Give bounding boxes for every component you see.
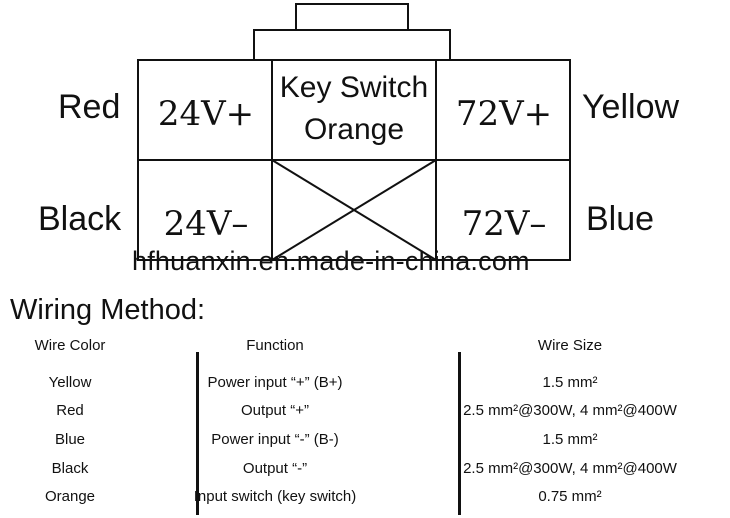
function-cell: Output “+” — [241, 402, 309, 420]
wire-label-black: Black — [38, 200, 122, 238]
table-row: Red Output “+” 2.5 mm²@300W, 4 mm²@400W — [0, 397, 730, 426]
connector-latch-base — [253, 29, 451, 61]
wire-label-yellow: Yellow — [582, 88, 680, 126]
table-row: Orange Input switch (key switch) 0.75 mm… — [0, 482, 730, 511]
header-wire-color: Wire Color — [34, 336, 106, 354]
empty-slot-cross-b — [271, 159, 437, 261]
key-switch-color-label: Orange — [303, 113, 405, 146]
wire-color-cell: Yellow — [48, 373, 92, 391]
wire-color-cell: Blue — [54, 430, 86, 448]
column-divider-2 — [458, 352, 461, 515]
table-row: Black Output “-” 2.5 mm²@300W, 4 mm²@400… — [0, 454, 730, 483]
connector-latch-top — [295, 3, 409, 31]
table-header-row: Wire Color Function Wire Size — [0, 332, 730, 358]
wire-size-cell: 2.5 mm²@300W, 4 mm²@400W — [463, 459, 677, 477]
function-cell: Input switch (key switch) — [193, 488, 357, 506]
wire-color-cell: Orange — [44, 488, 96, 506]
connector-diagram — [137, 3, 571, 261]
table-row: Yellow Power input “+” (B+) 1.5 mm² — [0, 368, 730, 397]
header-function: Function — [246, 336, 304, 354]
column-divider-1 — [196, 352, 199, 515]
wire-size-cell: 1.5 mm² — [542, 430, 598, 448]
wire-size-cell: 0.75 mm² — [538, 488, 602, 506]
table-row: Blue Power input “-” (B-) 1.5 mm² — [0, 425, 730, 454]
header-spacer — [0, 358, 730, 368]
wire-color-cell: Red — [56, 402, 84, 420]
wire-label-blue: Blue — [586, 200, 655, 238]
section-title: Wiring Method: — [10, 294, 206, 326]
pin-label-24v-plus: 24V+ — [157, 94, 255, 134]
function-cell: Power input “-” (B-) — [211, 430, 339, 448]
pin-label-72v-minus: 72V– — [461, 204, 547, 244]
wire-label-red: Red — [58, 88, 121, 126]
wire-size-cell: 1.5 mm² — [542, 373, 598, 391]
function-cell: Output “-” — [242, 459, 308, 477]
wiring-table: Wire Color Function Wire Size Yellow Pow… — [0, 332, 730, 511]
function-cell: Power input “+” (B+) — [207, 373, 343, 391]
header-wire-size: Wire Size — [537, 336, 603, 354]
key-switch-label: Key Switch — [279, 71, 429, 104]
pin-label-24v-minus: 24V– — [163, 204, 249, 244]
wire-size-cell: 2.5 mm²@300W, 4 mm²@400W — [463, 402, 677, 420]
wire-color-cell: Black — [51, 459, 89, 477]
pin-label-72v-plus: 72V+ — [455, 94, 553, 134]
watermark: hfhuanxin.en.made-in-china.com — [132, 246, 530, 276]
